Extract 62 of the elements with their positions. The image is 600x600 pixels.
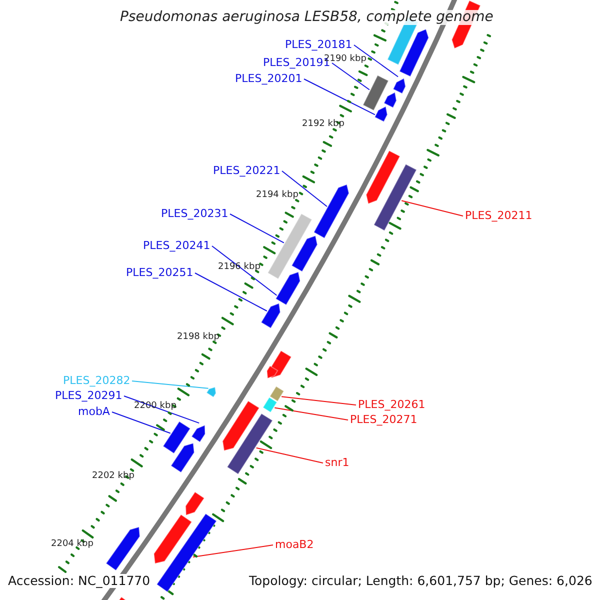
gene-block [383,92,397,108]
gene-block [262,396,278,413]
gene-label: PLES_20181 [285,39,352,52]
gene-block [156,513,218,593]
gene-block [170,442,195,474]
gene-block [222,400,260,452]
gene-block [291,235,318,272]
gene-block [260,302,281,329]
gene-label: PLES_20282 [63,375,130,388]
gene-label: PLES_20211 [465,210,532,222]
gene-block [366,150,401,204]
leader-line [192,544,274,558]
leader-line [124,396,200,424]
gene-label: PLES_20201 [235,73,302,86]
gene-label: PLES_20291 [55,390,122,402]
gene-block [269,386,284,402]
gene-label: PLES_20251 [126,267,194,280]
scale-label: 2196 kbp [218,263,260,273]
leader-line [256,447,324,464]
gene-label: moaB2 [275,539,314,552]
gene-block [374,106,388,122]
gene-block [362,74,390,112]
scale-label: 2192 kbp [302,120,344,130]
gene-label: mobA [78,406,110,418]
gene-block [267,213,313,280]
gene-block [105,526,140,572]
leader-line [194,272,268,312]
scale-label: 2200 kbp [134,402,176,412]
leader-line [282,170,328,207]
gene-label: PLES_20261 [358,399,426,412]
leader-line [354,44,399,78]
gene-block [226,412,274,475]
gene-block [313,184,350,239]
scale-label: 2204 kbp [51,540,94,550]
leader-line [112,412,171,434]
title: Pseudomonas aeruginosa LESB58, complete genome [120,10,494,26]
gene-label: snr1 [325,457,350,470]
gene-label: PLES_20271 [350,414,418,426]
gene-block [153,514,192,564]
gene-label: PLES_20221 [213,165,280,178]
leader-line [212,246,278,296]
gene-label: PLES_20241 [143,240,210,252]
gene-block [392,78,406,94]
leader-line [332,62,370,90]
gene-block [266,365,278,379]
scale-label: 2198 kbp [177,333,220,343]
gene-label: PLES_20231 [161,208,228,220]
scale-label: 2202 kbp [92,472,134,482]
gene-block [206,386,216,398]
gene-block [275,271,301,306]
gene-block [398,28,430,78]
leader-line [132,380,209,389]
leader-line [281,396,356,406]
scale-label: 2194 kbp [256,191,298,201]
gene-block [185,491,205,516]
topology-text: Topology: circular; Length: 6,601,757 bp; Genes: 6,026 [249,574,592,588]
leader-line [304,78,376,116]
gene-block [373,164,418,232]
accession-text: Accession: NC_011770 [8,574,150,588]
leader-line [401,200,464,216]
leader-line [230,214,284,244]
leader-line [274,407,348,420]
